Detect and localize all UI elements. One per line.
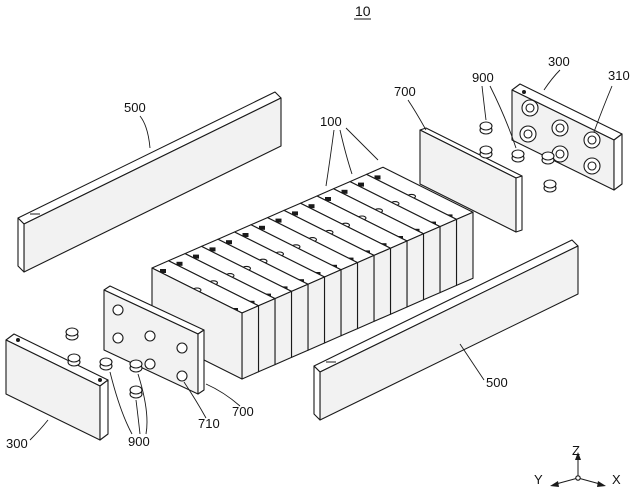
spring: [129, 385, 143, 399]
leader-end-plate-right: [543, 69, 561, 91]
spring: [543, 179, 557, 193]
side-plate-bottom-right: [313, 239, 579, 421]
cell-terminal: [275, 218, 282, 223]
battery-cell-front: [389, 240, 408, 315]
label-end-plate-right: 300: [548, 54, 570, 69]
cell-terminal: [341, 189, 348, 194]
insulator-plate-right: [419, 127, 523, 233]
battery-cell-front: [455, 211, 474, 286]
spring: [479, 121, 493, 135]
cell-terminal: [292, 211, 298, 216]
leaders-springs-right: [481, 85, 517, 149]
leader-plate-bottom-right: [459, 343, 485, 381]
axis-label-y: Y: [534, 472, 543, 487]
axis-label-z: Z: [572, 443, 580, 458]
end-plate-right: [511, 83, 623, 191]
battery-cell-stack: [151, 166, 474, 380]
figure-title: 10: [355, 3, 371, 19]
battery-cell-front: [274, 290, 293, 366]
leader-plate-top-left: [139, 115, 151, 149]
spring: [511, 149, 525, 163]
leader-hole-710: [183, 381, 207, 419]
label-plate-bottom-right: 500: [486, 375, 508, 390]
terminal-310: [519, 99, 601, 175]
label-cells: 100: [320, 114, 342, 129]
battery-cell-front: [241, 305, 260, 380]
spring: [99, 357, 113, 371]
springs-left: [65, 327, 143, 399]
battery-cell-front: [356, 254, 375, 330]
cell-terminal: [308, 204, 315, 209]
springs-right: [479, 121, 557, 193]
spring: [479, 145, 493, 159]
cell-terminal: [374, 175, 381, 180]
coordinate-axes: [550, 452, 606, 487]
battery-cell-front: [422, 226, 441, 301]
side-plate-top-left: [17, 91, 282, 273]
battery-cell-front: [439, 218, 458, 294]
label-plate-top-left: 500: [124, 100, 146, 115]
leader-end-plate-left: [29, 419, 49, 441]
cell-terminal: [176, 261, 183, 266]
battery-cell-front: [373, 247, 392, 322]
cell-terminal: [259, 225, 265, 230]
leaders-cells: [325, 127, 379, 187]
insulator-plate-left: [103, 285, 205, 395]
battery-cell-front: [406, 233, 425, 308]
label-springs-right: 900: [472, 70, 494, 85]
hole-710: [112, 304, 124, 316]
spring: [67, 353, 81, 367]
cell-terminal: [160, 269, 166, 273]
spring: [129, 359, 143, 373]
label-terminal-310: 310: [608, 68, 630, 83]
leaders-springs-left: [109, 371, 148, 435]
cell-terminal: [193, 254, 199, 259]
battery-cell-front: [257, 298, 276, 373]
end-plate-left: [5, 333, 109, 441]
battery-cell-front: [323, 269, 342, 344]
cell-terminal: [242, 233, 249, 237]
spring: [65, 327, 79, 341]
cell-terminal: [358, 182, 364, 187]
cell-terminal: [226, 240, 232, 245]
label-end-plate-left: 300: [6, 436, 28, 451]
battery-cell-front: [307, 276, 326, 351]
label-springs-left: 900: [128, 434, 150, 449]
battery-cell-front: [290, 283, 309, 358]
spring: [541, 151, 555, 165]
leader-insulator-left: [205, 383, 241, 407]
leader-insulator-right: [407, 99, 427, 131]
label-hole-710: 710: [198, 416, 220, 431]
battery-cell-front: [340, 262, 359, 337]
label-insulator-left: 700: [232, 404, 254, 419]
cell-terminal: [325, 197, 331, 201]
label-insulator-right: 700: [394, 84, 416, 99]
leader-terminal-310: [593, 85, 613, 133]
axis-label-x: X: [612, 472, 621, 487]
cell-terminal: [209, 247, 216, 252]
